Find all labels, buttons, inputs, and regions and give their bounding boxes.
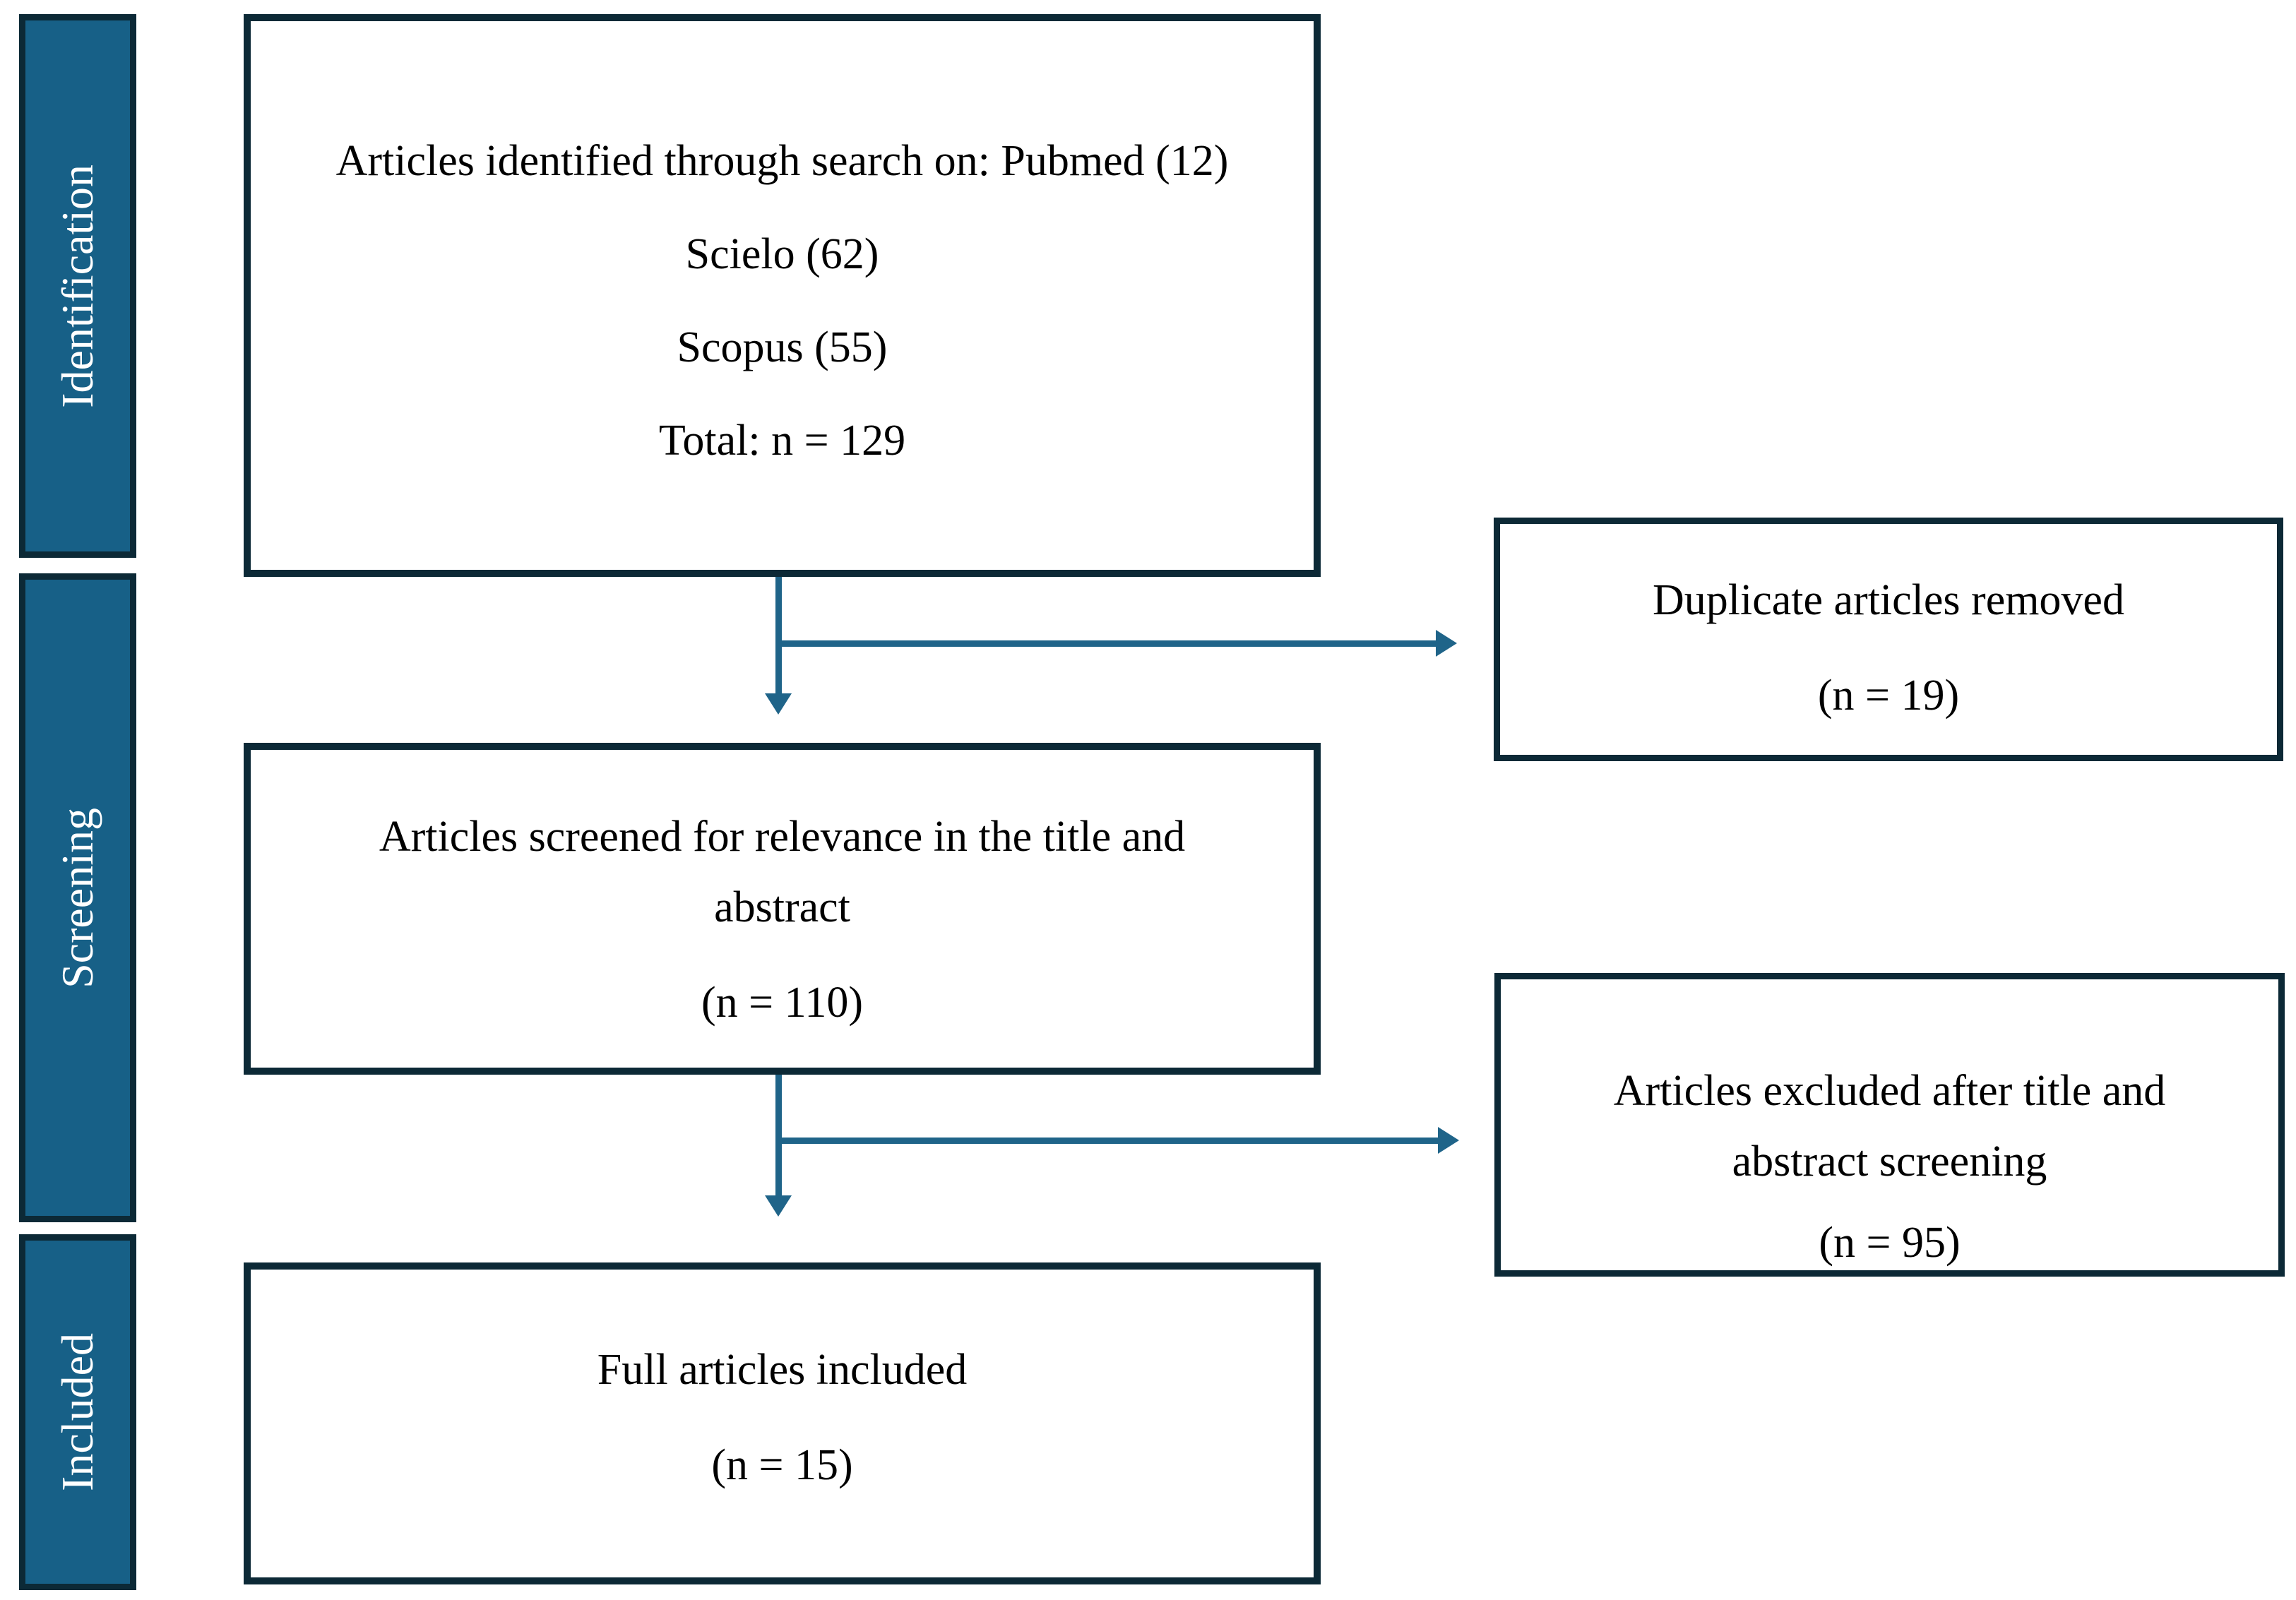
excluded-count: (n = 95) [1819, 1219, 1961, 1267]
stage-identification-label: Identification [52, 164, 102, 408]
connector-to-duplicates-line [775, 640, 1436, 647]
screened-count: (n = 110) [701, 979, 863, 1027]
duplicates-count: (n = 19) [1817, 671, 1960, 720]
connector-identified-to-screened-line [775, 577, 782, 695]
screened-line-1: Articles screened for relevance in the t… [379, 813, 1186, 861]
box-full-articles-included: Full articles included (n = 15) [244, 1262, 1321, 1584]
stage-included-label: Included [52, 1333, 102, 1491]
identified-line-total: Total: n = 129 [658, 417, 906, 465]
full-included-line-1: Full articles included [597, 1346, 968, 1394]
excluded-line-2: abstract screening [1732, 1138, 2047, 1186]
box-articles-screened: Articles screened for relevance in the t… [244, 743, 1321, 1075]
identified-line-scielo: Scielo (62) [685, 230, 879, 278]
connector-screened-to-included-line [775, 1075, 782, 1197]
box-articles-identified: Articles identified through search on: P… [244, 14, 1321, 577]
box-duplicates-removed: Duplicate articles removed (n = 19) [1494, 518, 2283, 761]
stage-included: Included [19, 1234, 136, 1590]
duplicates-line-1: Duplicate articles removed [1653, 576, 2124, 624]
identified-line-sources: Articles identified through search on: P… [335, 137, 1229, 185]
box-articles-excluded: Articles excluded after title and abstra… [1494, 973, 2285, 1277]
arrowhead-down-to-screened-icon [765, 693, 792, 715]
stage-screening-label: Screening [52, 807, 102, 989]
stage-identification: Identification [19, 14, 136, 558]
screened-line-2: abstract [714, 883, 850, 931]
arrowhead-right-to-duplicates-icon [1436, 630, 1457, 657]
connector-to-excluded-line [775, 1138, 1438, 1144]
arrowhead-right-to-excluded-icon [1438, 1127, 1459, 1154]
stage-screening: Screening [19, 573, 136, 1222]
excluded-line-1: Articles excluded after title and [1613, 1067, 2166, 1115]
full-included-count: (n = 15) [711, 1441, 853, 1489]
arrowhead-down-to-included-icon [765, 1195, 792, 1217]
identified-line-scopus: Scopus (55) [677, 323, 888, 371]
